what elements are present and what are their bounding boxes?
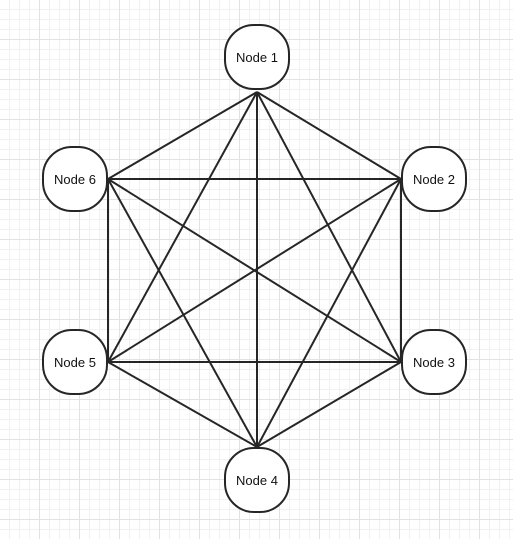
node-3-label: Node 3: [413, 354, 455, 370]
edge-n4-n5[interactable]: [107, 361, 258, 448]
edge-n1-n2[interactable]: [256, 91, 402, 180]
edge-n1-n5[interactable]: [107, 91, 258, 363]
node-5[interactable]: Node 5: [42, 329, 108, 395]
node-4[interactable]: Node 4: [224, 447, 290, 513]
edge-n3-n4[interactable]: [256, 361, 402, 448]
node-1[interactable]: Node 1: [224, 24, 290, 90]
edge-n2-n4[interactable]: [256, 178, 402, 448]
node-4-label: Node 4: [236, 472, 278, 488]
node-2[interactable]: Node 2: [401, 146, 467, 212]
node-6[interactable]: Node 6: [42, 146, 108, 212]
node-1-label: Node 1: [236, 49, 278, 65]
edge-n3-n6[interactable]: [107, 178, 402, 363]
edge-n1-n3[interactable]: [256, 91, 402, 363]
node-5-label: Node 5: [54, 354, 96, 370]
node-3[interactable]: Node 3: [401, 329, 467, 395]
edge-n1-n6[interactable]: [107, 91, 258, 180]
edge-n4-n6[interactable]: [107, 178, 258, 448]
node-6-label: Node 6: [54, 171, 96, 187]
node-2-label: Node 2: [413, 171, 455, 187]
